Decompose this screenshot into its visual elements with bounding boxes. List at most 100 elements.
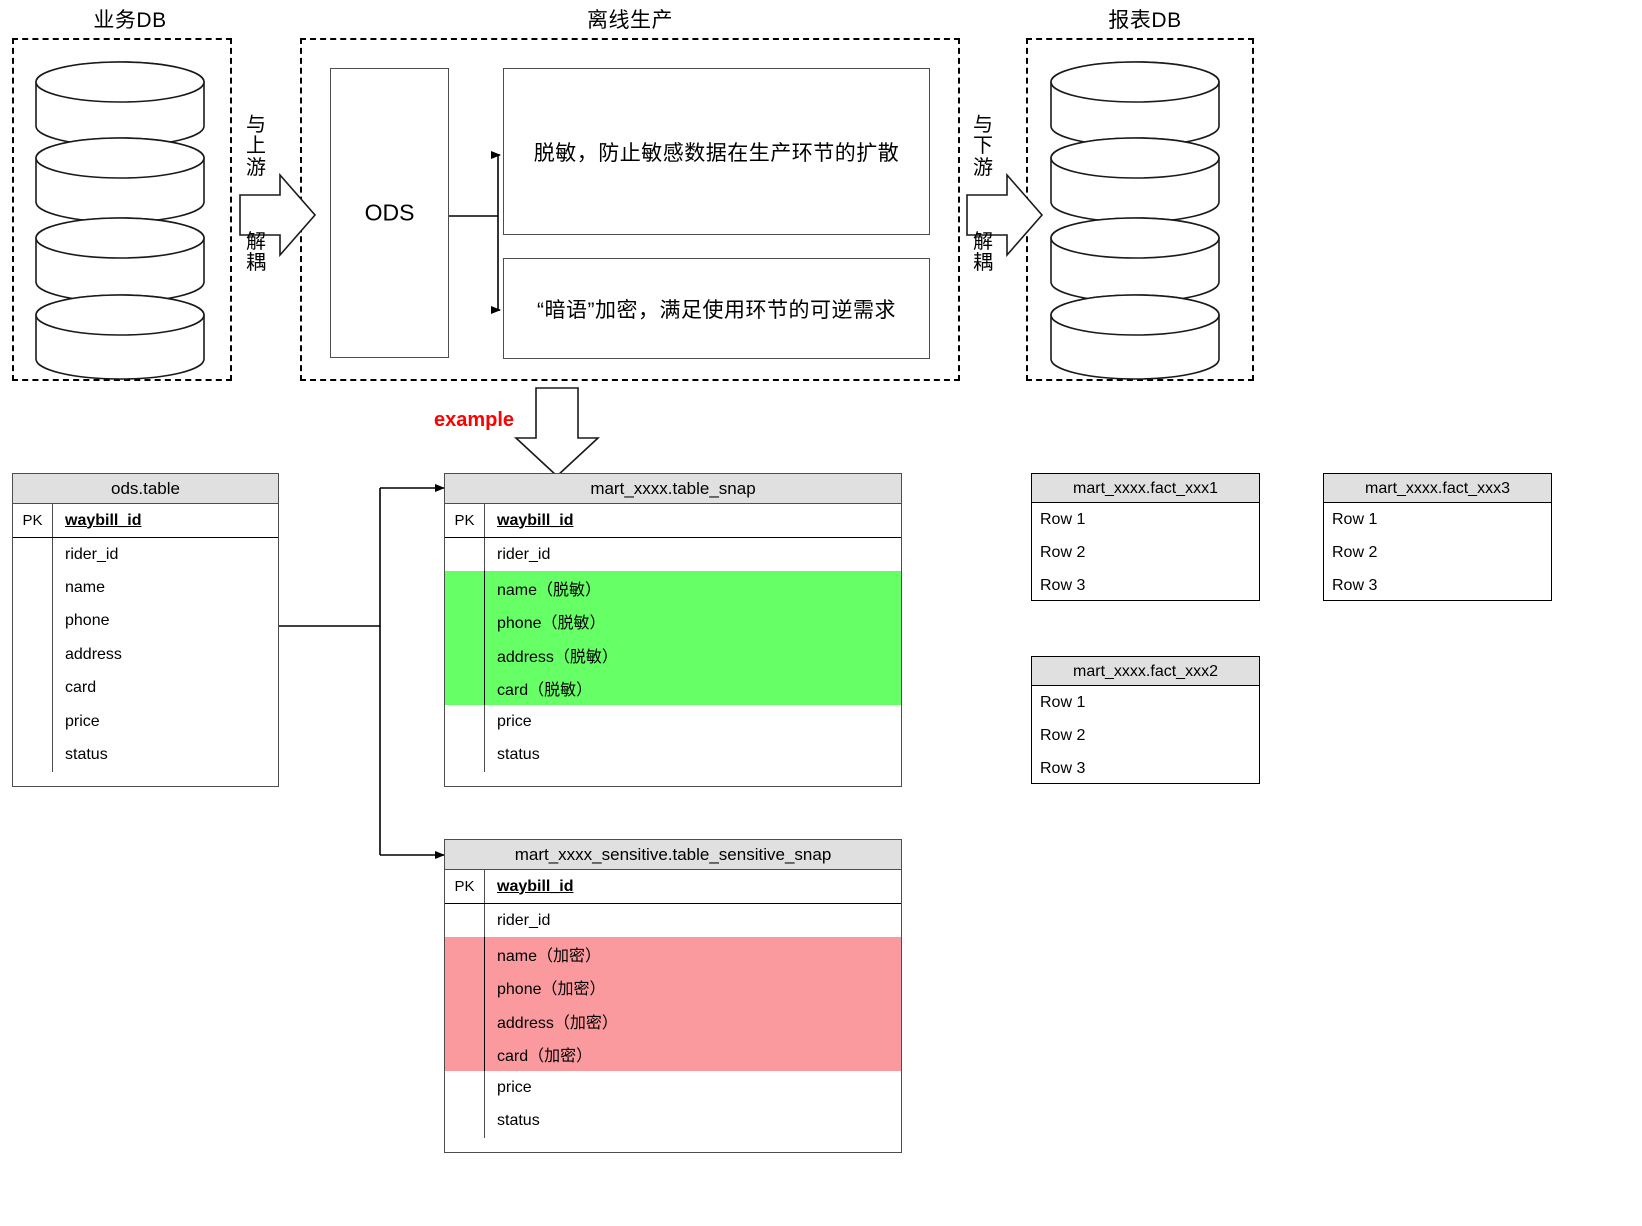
section-title-report-db: 报表DB [1108, 9, 1182, 32]
field-gutter [13, 571, 53, 605]
field-row: status [13, 738, 278, 772]
note-encrypt-text: “暗语”加密，满足使用环节的可逆需求 [537, 298, 896, 322]
pk-tag: PK [445, 870, 485, 903]
field-label: price [65, 712, 100, 730]
pk-field-name: waybill_id [497, 511, 574, 529]
field-row: card [13, 671, 278, 705]
pk-tag: PK [13, 504, 53, 537]
field-gutter [13, 704, 53, 739]
field-row: status [445, 738, 901, 772]
field-row: address [13, 638, 278, 672]
field-gutter [445, 671, 485, 705]
fact-row: Row 3 [1040, 577, 1086, 594]
fact-row: Row 3 [1332, 577, 1378, 594]
field-row: rider_id [445, 538, 901, 572]
field-gutter [445, 904, 485, 938]
downstream-label-bottom: 解耦 [973, 231, 993, 275]
field-gutter [445, 1070, 485, 1105]
pk-tag: PK [445, 504, 485, 537]
field-row: card（加密） [445, 1037, 901, 1071]
field-label: rider_id [65, 545, 119, 563]
note-desensitize-text: 脱敏，防止敏感数据在生产环节的扩散 [533, 141, 900, 165]
field-label: phone（加密） [497, 981, 606, 999]
note-box-encrypt: “暗语”加密，满足使用环节的可逆需求 [503, 258, 930, 359]
ods-to-snap-connector [279, 484, 445, 859]
field-gutter [13, 604, 53, 639]
field-row: rider_id [13, 538, 278, 572]
report-db-container [1026, 38, 1254, 381]
field-row: name [13, 571, 278, 605]
field-gutter [13, 671, 53, 705]
entity-header-fact-xxx1: mart_xxxx.fact_xxx1 [1032, 474, 1259, 503]
field-label: phone（脱敏） [497, 615, 606, 633]
field-label: name（脱敏） [497, 582, 602, 600]
field-label: rider_id [497, 911, 551, 929]
entity-fact-xxx3[interactable]: mart_xxxx.fact_xxx3 Row 1 Row 2 Row 3 [1323, 473, 1552, 601]
entity-fact-xxx1[interactable]: mart_xxxx.fact_xxx1 Row 1 Row 2 Row 3 [1031, 473, 1260, 601]
entity-table-snap[interactable]: mart_xxxx.table_snap PK waybill_id rider… [444, 473, 902, 787]
section-title-business-db: 业务DB [93, 9, 167, 32]
entity-fact-xxx2[interactable]: mart_xxxx.fact_xxx2 Row 1 Row 2 Row 3 [1031, 656, 1260, 784]
field-row: phone（脱敏） [445, 604, 901, 639]
field-gutter [445, 704, 485, 739]
entity-header-table-snap: mart_xxxx.table_snap [445, 474, 901, 504]
field-label: phone [65, 612, 110, 630]
pk-row: PK waybill_id [445, 504, 901, 538]
field-label: price [497, 1078, 532, 1096]
field-row: phone [13, 604, 278, 639]
upstream-label-top: 与上游 [246, 114, 266, 179]
entity-header-sensitive-snap: mart_xxxx_sensitive.table_sensitive_snap [445, 840, 901, 870]
entity-ods-table[interactable]: ods.table PK waybill_id rider_id name ph… [12, 473, 279, 787]
field-gutter [445, 1104, 485, 1138]
field-row: card（脱敏） [445, 671, 901, 705]
field-label: card（脱敏） [497, 682, 593, 700]
field-label: rider_id [497, 545, 551, 563]
note-box-desensitize: 脱敏，防止敏感数据在生产环节的扩散 [503, 68, 930, 235]
field-row: price [13, 704, 278, 739]
field-row: price [445, 1070, 901, 1105]
upstream-label-bottom: 解耦 [246, 231, 266, 275]
pk-row: PK waybill_id [445, 870, 901, 904]
example-label: example [434, 409, 515, 431]
fact-row: Row 2 [1040, 544, 1086, 561]
field-gutter [445, 571, 485, 605]
field-label: card [65, 679, 97, 697]
entity-header-ods-table: ods.table [13, 474, 278, 504]
downstream-label-top: 与下游 [973, 114, 993, 179]
fact-row: Row 3 [1040, 760, 1086, 777]
field-row: rider_id [445, 904, 901, 938]
field-row: status [445, 1104, 901, 1138]
field-label: card（加密） [497, 1048, 593, 1066]
fact-row: Row 2 [1040, 727, 1086, 744]
field-gutter [445, 937, 485, 971]
field-gutter [13, 738, 53, 772]
field-label: address（脱敏） [497, 648, 618, 666]
field-label: price [497, 712, 532, 730]
field-label: status [497, 746, 540, 764]
entity-sensitive-snap[interactable]: mart_xxxx_sensitive.table_sensitive_snap… [444, 839, 902, 1153]
fact-row: Row 1 [1040, 694, 1086, 711]
pk-field-name: waybill_id [65, 511, 142, 529]
field-gutter [445, 1037, 485, 1071]
fact-row: Row 2 [1332, 544, 1378, 561]
field-gutter [445, 538, 485, 572]
example-block-arrow [513, 387, 601, 478]
field-row: address（加密） [445, 1004, 901, 1038]
field-gutter [13, 638, 53, 672]
field-label: name（加密） [497, 948, 602, 966]
field-label: status [65, 746, 108, 764]
field-label: status [497, 1112, 540, 1130]
ods-box: ODS [330, 68, 449, 358]
field-label: address（加密） [497, 1014, 618, 1032]
field-row: price [445, 704, 901, 739]
field-gutter [445, 604, 485, 639]
field-gutter [445, 1004, 485, 1038]
fact-row: Row 1 [1040, 511, 1086, 528]
field-row: name（脱敏） [445, 571, 901, 605]
ods-label: ODS [364, 199, 415, 226]
field-row: address（脱敏） [445, 638, 901, 672]
entity-header-fact-xxx3: mart_xxxx.fact_xxx3 [1324, 474, 1551, 503]
field-gutter [445, 638, 485, 672]
field-label: address [65, 645, 122, 663]
